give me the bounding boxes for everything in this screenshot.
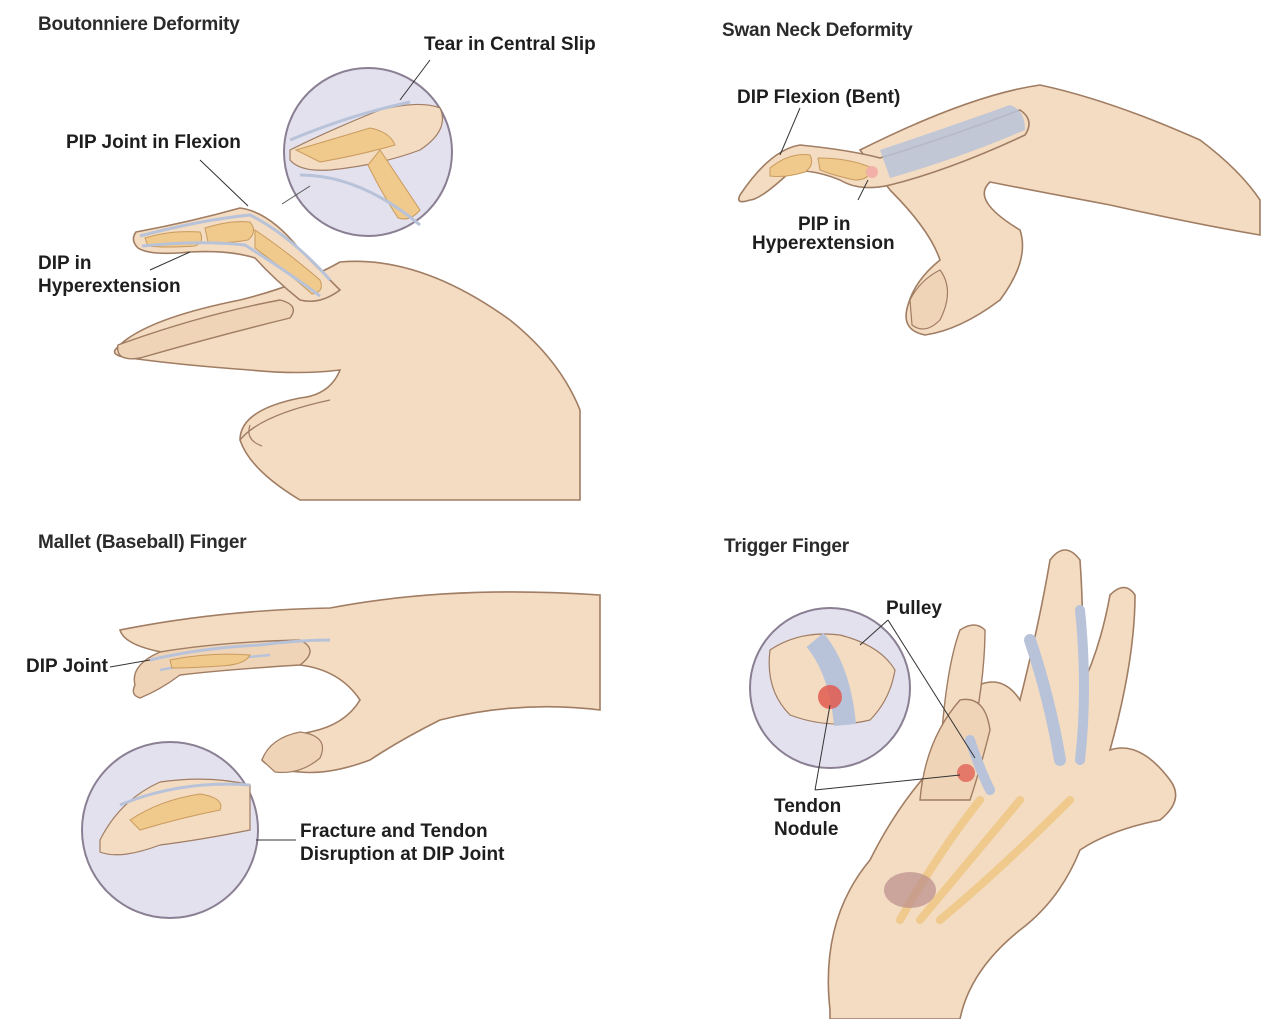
boutonniere-illustration: [0, 0, 640, 500]
mallet-illustration: [0, 500, 640, 1019]
mallet-label-fracture-2: Disruption at DIP Joint: [300, 844, 504, 866]
boutonniere-label-dip-2: Hyperextension: [38, 276, 181, 298]
boutonniere-label-dip-1: DIP in: [38, 253, 92, 275]
trigger-panel: Trigger Finger Pulley Tendon Nodule: [640, 500, 1281, 1019]
swan-label-dip: DIP Flexion (Bent): [737, 87, 900, 109]
mallet-label-dip: DIP Joint: [26, 656, 108, 678]
boutonniere-label-pip: PIP Joint in Flexion: [66, 132, 241, 154]
swan-neck-illustration: [640, 0, 1281, 500]
mallet-panel: Mallet (Baseball) Finger DIP Joint Fract…: [0, 500, 640, 1019]
trigger-label-pulley: Pulley: [886, 598, 942, 620]
trigger-label-nodule-2: Nodule: [774, 819, 838, 841]
swan-label-pip-2: Hyperextension: [752, 233, 895, 255]
boutonniere-panel: Boutonniere Deformity Tear in Central Sl…: [0, 0, 640, 500]
boutonniere-label-tear: Tear in Central Slip: [424, 34, 596, 56]
trigger-label-nodule-1: Tendon: [774, 796, 841, 818]
mallet-label-fracture-1: Fracture and Tendon: [300, 821, 488, 843]
trigger-illustration: [640, 500, 1281, 1019]
swan-neck-panel: Swan Neck Deformity DIP Flexion (Bent) P…: [640, 0, 1281, 500]
